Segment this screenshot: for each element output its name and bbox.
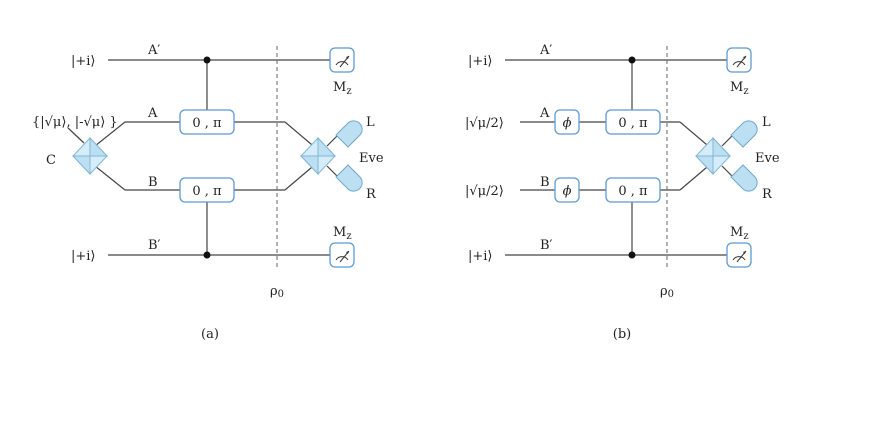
input-bottom-b: |+i⟩ [468,249,493,264]
beam-splitter-eve [299,136,337,176]
wire-label-b-prime-b: B′ [540,238,553,253]
source-label-c: C [46,153,56,168]
input-bottom-a: |+i⟩ [71,249,96,264]
gate-b-b [605,177,661,203]
panel-b: ϕ ϕ 0 , π 0 , π [465,43,780,342]
control-dot-a [203,56,211,64]
phase-gate-b-label: ϕ [563,184,572,199]
meas-label-top-b: Mz [730,80,749,97]
wire-a [89,121,180,151]
input-a-b: |√μ/2⟩ [465,116,504,131]
wire-label-a-prime-b: A′ [539,43,552,58]
caption-b: (b) [613,327,631,342]
phase-gate-a-label: ϕ [563,116,572,131]
gate-b [179,177,235,203]
wire-b [89,161,180,191]
gate-a-label: 0 , π [192,116,222,131]
source-state: {|√μ⟩, |-√μ⟩ } [32,115,118,130]
eve-label-b: Eve [755,151,780,166]
gate-a-b [605,109,661,135]
meas-label-top-a: Mz [333,80,352,97]
measure-top-a [329,47,355,73]
input-top-b: |+i⟩ [468,54,493,69]
measure-bottom-b [726,242,752,268]
caption-a: (a) [201,327,219,342]
beam-splitter-c [71,136,109,176]
control-dot-b [203,251,211,259]
input-b-b: |√μ/2⟩ [465,184,504,199]
gate-a [179,109,235,135]
input-top-a: |+i⟩ [71,54,96,69]
detector-l-icon [335,120,363,148]
gate-b-label: 0 , π [192,184,222,199]
panel-a: 0 , π 0 , π [32,43,384,342]
cut-label-b: ρ0 [660,284,674,300]
measure-top-b [726,47,752,73]
source-pointer [67,127,85,144]
wire-label-b: B [148,175,158,190]
gate-a-b-label: 0 , π [618,116,648,131]
detector-label-l-b: L [762,115,771,130]
control-dot-b-b [628,251,636,259]
wire-label-b-prime: B′ [148,238,161,253]
detector-label-l-a: L [366,115,375,130]
cut-label-a: ρ0 [270,284,284,300]
wire-label-b-b: B [540,175,550,190]
detector-r-icon [335,164,363,192]
eve-label-a: Eve [359,151,384,166]
measure-bottom-a [329,242,355,268]
wire-label-a: A [147,106,158,121]
wire-label-a-prime: A′ [147,43,160,58]
meas-label-bottom-a: Mz [333,225,352,242]
meas-label-bottom-b: Mz [730,225,749,242]
detector-r-icon-b [730,164,758,192]
detector-l-icon-b [730,120,758,148]
detector-label-r-a: R [366,187,377,202]
phase-gate-b [554,177,580,203]
control-dot-a-b [628,56,636,64]
phase-gate-a [554,109,580,135]
gate-b-b-label: 0 , π [618,184,648,199]
detector-label-r-b: R [762,187,773,202]
wire-label-a-b: A [539,106,550,121]
beam-splitter-eve-b [694,136,732,176]
